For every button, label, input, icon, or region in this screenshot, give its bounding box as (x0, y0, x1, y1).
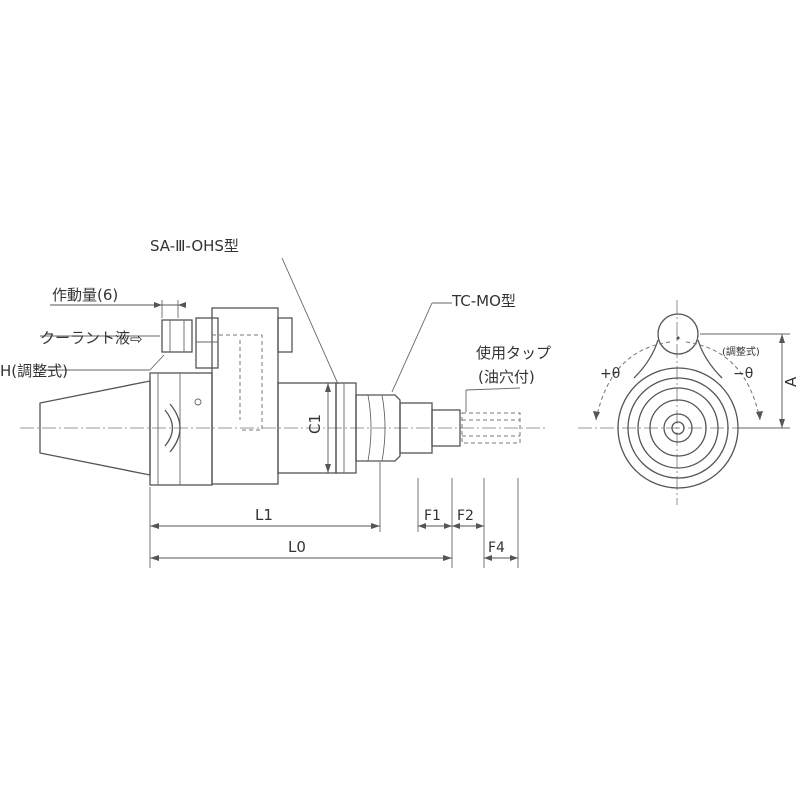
extension-lines (149, 462, 519, 568)
label-l0: L0 (288, 538, 306, 556)
l1-dimension (150, 523, 380, 529)
label-f4: F4 (488, 540, 505, 556)
tap-collet (355, 394, 461, 462)
label-stroke: 作動量(6) (52, 286, 118, 304)
label-tc-type: TC-MO型 (451, 292, 516, 310)
leader-lines (40, 257, 521, 412)
label-tap-line2: (油穴付) (478, 368, 535, 386)
tap-outline (461, 412, 521, 444)
label-sa-type: SA-Ⅲ-OHS型 (150, 237, 239, 255)
label-c1: C1 (306, 414, 324, 434)
f1-f2-dimension (418, 523, 484, 529)
l0-dimension (150, 555, 452, 561)
label-f2: F2 (457, 508, 474, 524)
label-f1: F1 (424, 508, 441, 524)
flange-body (149, 372, 213, 486)
label-tap-line1: 使用タップ (476, 344, 551, 362)
front-view (617, 313, 739, 489)
c1-dimension (325, 383, 331, 473)
label-a: A (782, 376, 800, 387)
label-coolant: クーラント液 (40, 329, 130, 347)
coolant-arrow-icon: ⇨ (130, 330, 143, 348)
stroke-dimension (50, 300, 186, 318)
coolant-port (161, 319, 193, 353)
theta-arcs (593, 333, 790, 429)
label-l1: L1 (255, 506, 273, 524)
label-adjust-h: H(調整式) (0, 362, 68, 380)
label-plus-theta: +θ (600, 366, 620, 382)
label-minus-theta: −θ (733, 366, 753, 382)
f4-dimension (484, 555, 518, 561)
label-adjust-small: (調整式) (722, 345, 760, 358)
